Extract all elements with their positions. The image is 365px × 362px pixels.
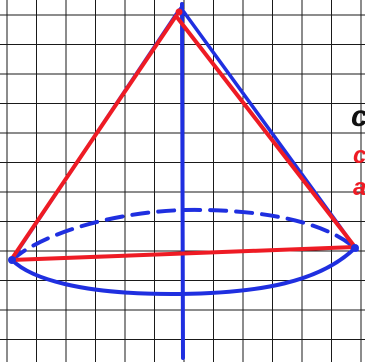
base-ellipse-back-arc-dashed <box>10 207 357 262</box>
apex-point <box>175 8 183 16</box>
cut-off-text-line-1: c <box>351 102 365 132</box>
cut-off-text-line-2: c <box>353 144 365 168</box>
base-right-point <box>351 244 359 252</box>
cut-off-text-line-3: a <box>353 176 365 200</box>
axial-section-triangle <box>9 14 357 262</box>
base-left-point <box>8 256 16 264</box>
base-ellipse-front-arc <box>10 246 357 297</box>
vertical-axis <box>180 2 185 360</box>
